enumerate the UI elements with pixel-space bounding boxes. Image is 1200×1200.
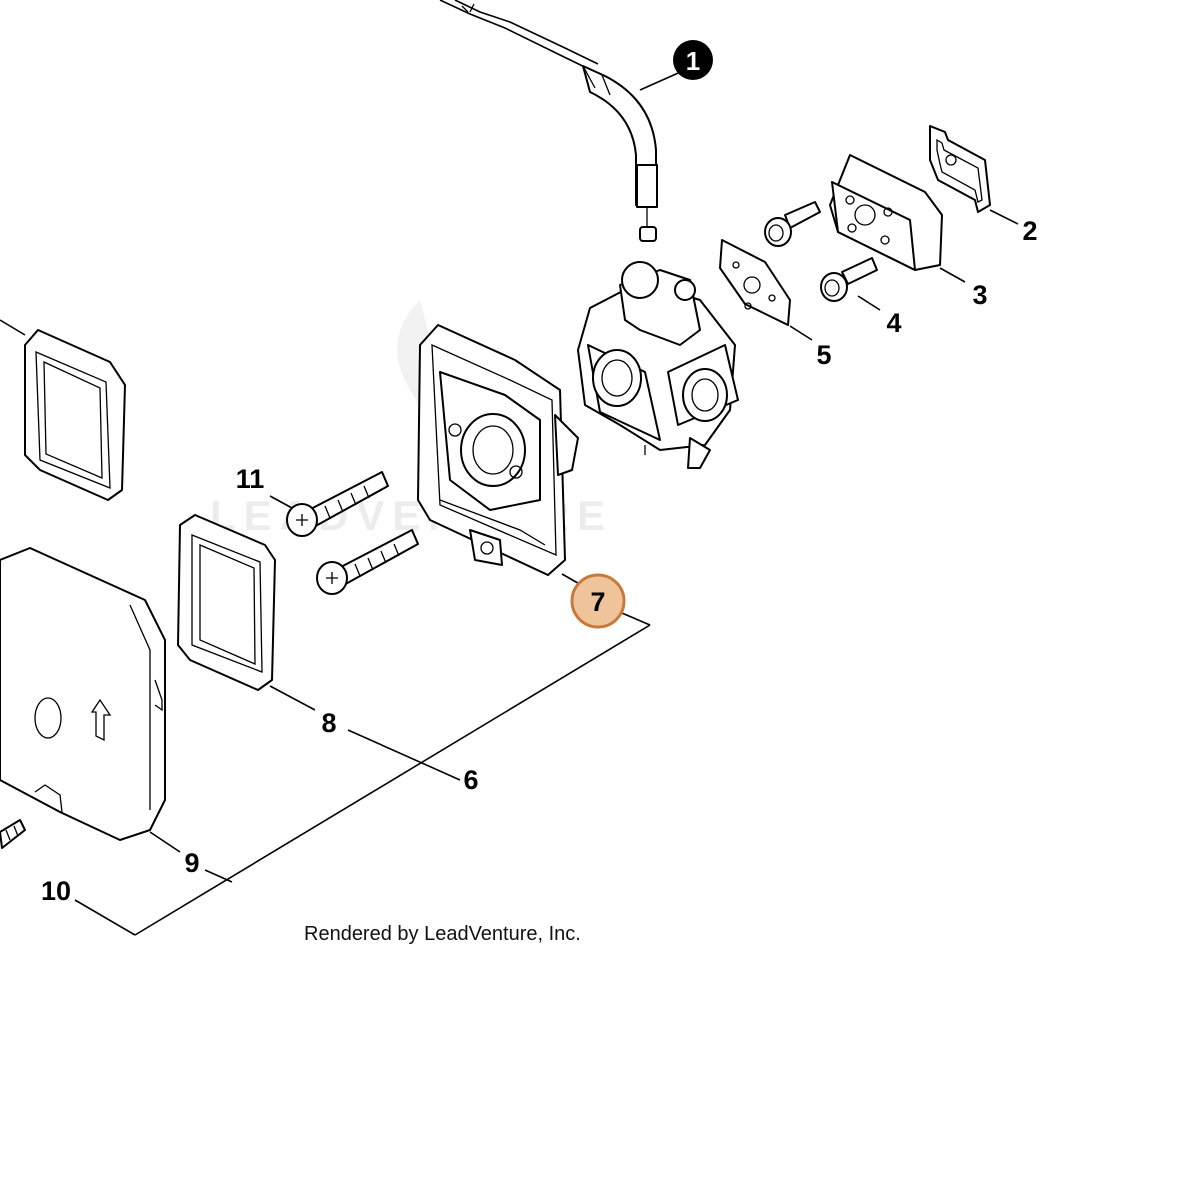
callout-1[interactable]: 1: [673, 40, 713, 80]
carburetor[interactable]: [577, 261, 739, 469]
callout-10-label[interactable]: 10: [41, 876, 71, 906]
callout-4-label[interactable]: 4: [886, 308, 901, 338]
part-4-screws[interactable]: [764, 201, 878, 302]
callout-2-label[interactable]: 2: [1022, 216, 1037, 246]
throttle-cable[interactable]: [439, 0, 658, 242]
callout-8-label[interactable]: 8: [321, 708, 336, 738]
part-7-filter-base[interactable]: [417, 324, 579, 576]
part-11-screws[interactable]: [286, 471, 419, 595]
callout-6-label[interactable]: 6: [463, 765, 478, 795]
part-2-gasket[interactable]: [929, 125, 991, 213]
part-5-gasket[interactable]: [719, 239, 791, 326]
part-3-spacer[interactable]: [829, 154, 943, 271]
part-10-screw[interactable]: [0, 819, 26, 849]
callout-5-label[interactable]: 5: [816, 340, 831, 370]
part-filter-left[interactable]: [0, 319, 126, 501]
callout-9-label[interactable]: 9: [184, 848, 199, 878]
credit-text: Rendered by LeadVenture, Inc.: [304, 923, 581, 945]
leader-lines: [74, 69, 1019, 936]
callout-7-highlight[interactable]: 7: [570, 573, 626, 629]
part-8-filter[interactable]: [177, 514, 276, 691]
callout-1-label: 1: [686, 46, 700, 76]
part-9-cover[interactable]: [0, 547, 166, 841]
callout-3-label[interactable]: 3: [972, 280, 987, 310]
callout-11-label[interactable]: 11: [236, 464, 265, 494]
callout-7-label: 7: [590, 587, 605, 617]
